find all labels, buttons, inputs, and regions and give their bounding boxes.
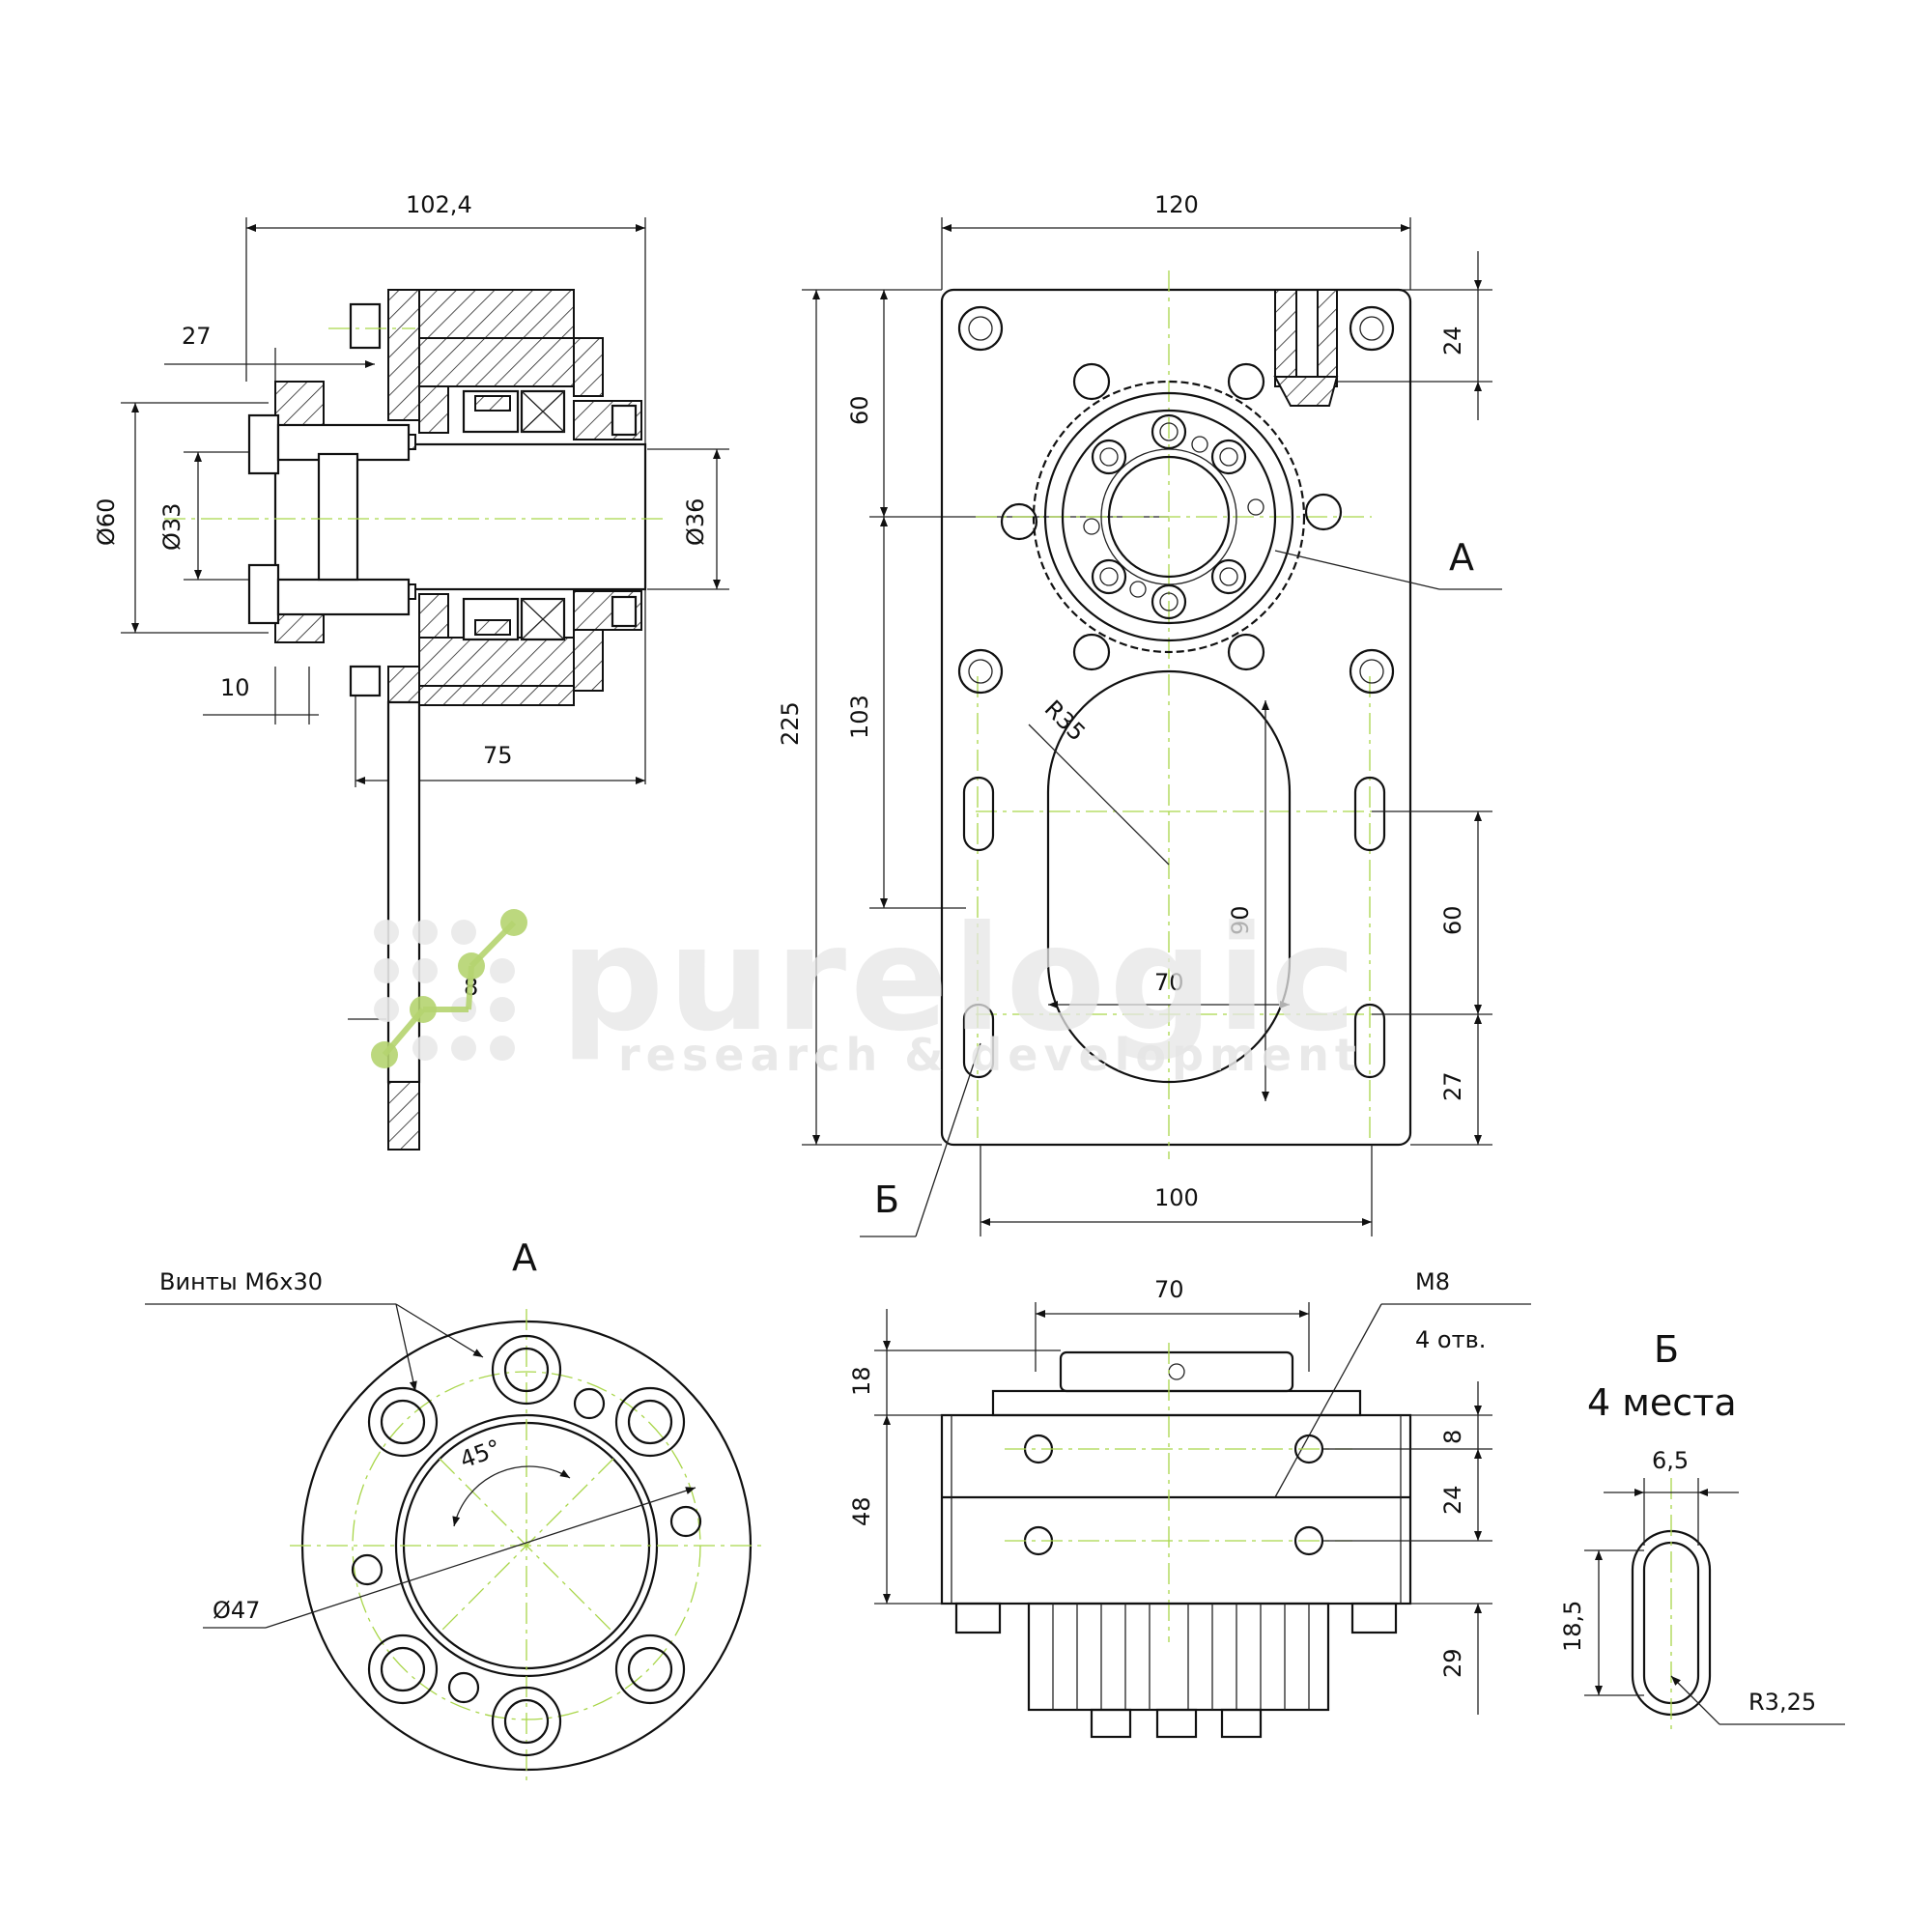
watermark-dots xyxy=(371,909,527,1068)
dim-90: 90 xyxy=(1227,905,1254,935)
dim-60-right: 60 xyxy=(1439,905,1466,935)
detail-a-title: А xyxy=(512,1236,537,1279)
detail-a: А Винты М6х30 45° Ø47 xyxy=(145,1236,763,1782)
dim-70-slot: 70 xyxy=(1154,969,1184,996)
front-view: 120 24 225 60 103 xyxy=(777,191,1502,1237)
label-b: Б xyxy=(874,1179,899,1221)
watermark-brand: purelogic xyxy=(560,895,1360,1064)
dim-48: 48 xyxy=(848,1496,875,1526)
holes-count: 4 отв. xyxy=(1415,1326,1486,1353)
detail-b-title: Б xyxy=(1654,1328,1679,1371)
dim-18-5: 18,5 xyxy=(1559,1601,1586,1652)
dim-24-right: 24 xyxy=(1439,1485,1466,1515)
detail-b: Б 4 места 6,5 18,5 R3,25 xyxy=(1559,1328,1845,1729)
dim-18: 18 xyxy=(848,1366,875,1396)
label-a: А xyxy=(1449,536,1474,579)
dim-10-bottom: 10 xyxy=(220,674,250,701)
dim-100: 100 xyxy=(1154,1184,1199,1211)
dim-60-top: 60 xyxy=(846,395,873,425)
dim-27-right: 27 xyxy=(1439,1071,1466,1101)
dim-dia60: Ø60 xyxy=(93,498,120,546)
radius-r3-25: R3,25 xyxy=(1748,1689,1816,1716)
detail-b-subtitle: 4 места xyxy=(1587,1381,1737,1424)
dim-r35: R35 xyxy=(1039,695,1091,746)
bottom-view: 70 М8 4 отв. xyxy=(848,1268,1531,1739)
thread-m8: М8 xyxy=(1415,1268,1450,1295)
dim-overall-width: 102,4 xyxy=(406,191,472,218)
dim-70-bottom: 70 xyxy=(1154,1276,1184,1303)
watermark: purelogic research & development xyxy=(371,895,1362,1081)
dim-120: 120 xyxy=(1154,191,1199,218)
dim-75: 75 xyxy=(483,742,513,769)
dim-27: 27 xyxy=(182,323,212,350)
dim-dia33: Ø33 xyxy=(158,503,185,551)
dim-dia36: Ø36 xyxy=(682,498,709,546)
watermark-tagline: research & development xyxy=(618,1029,1362,1081)
dim-6-5: 6,5 xyxy=(1652,1447,1689,1474)
dim-8-right: 8 xyxy=(1439,1430,1466,1444)
note-screws: Винты М6х30 xyxy=(159,1268,323,1295)
dim-103: 103 xyxy=(846,695,873,739)
dim-29: 29 xyxy=(1439,1648,1466,1678)
side-view: 102,4 27 Ø60 Ø33 Ø36 10 10 75 8 xyxy=(93,191,729,1151)
dim-225: 225 xyxy=(777,701,804,746)
dim-24-top: 24 xyxy=(1439,326,1466,355)
dia-47: Ø47 xyxy=(213,1597,260,1624)
